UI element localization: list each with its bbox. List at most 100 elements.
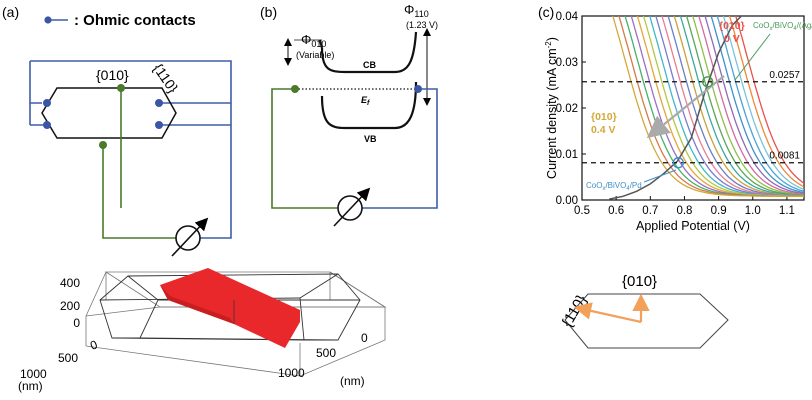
x-tick-0: 0 bbox=[88, 337, 99, 353]
contact-green-b bbox=[291, 85, 299, 93]
x-axis-label: Applied Potential (V) bbox=[636, 219, 750, 233]
leader-pd bbox=[643, 169, 677, 183]
y-tick-label: 0.00 bbox=[556, 195, 578, 207]
x-tick-500: 500 bbox=[58, 351, 78, 365]
cb-label: CB bbox=[363, 60, 376, 70]
y-tick-label: 0.04 bbox=[556, 11, 579, 23]
contact-green-bottom bbox=[99, 141, 107, 149]
blue-wire-left bbox=[29, 61, 42, 104]
y-tick-label: 0.02 bbox=[556, 103, 578, 115]
sweep-curves bbox=[609, 16, 804, 200]
hline-label: 0.0081 bbox=[769, 151, 800, 162]
anno-04v: 0.4 V bbox=[591, 124, 616, 136]
sweep-curve bbox=[704, 16, 804, 195]
facet-110-label: {110} bbox=[150, 60, 181, 95]
z-unit: (nm) bbox=[340, 374, 365, 388]
sweep-curve bbox=[728, 16, 804, 188]
crossing-curve bbox=[609, 16, 743, 200]
x-tick-label: 0.7 bbox=[642, 205, 658, 217]
inset-010-label: {010} bbox=[622, 273, 657, 290]
sweep-curve bbox=[685, 16, 804, 196]
x-tick-1000: 1000 bbox=[20, 367, 47, 381]
x-tick-label: 1.0 bbox=[745, 205, 761, 217]
sweep-curve bbox=[692, 16, 804, 196]
sweep-curve bbox=[667, 16, 804, 197]
z-tick-0: 0 bbox=[361, 331, 368, 345]
conduction-band bbox=[320, 31, 418, 74]
ammeter-icon bbox=[171, 217, 209, 257]
sweep-curve bbox=[679, 16, 804, 197]
crossing-marker bbox=[672, 157, 685, 169]
contact-blue-2 bbox=[43, 121, 51, 129]
phi-010-note: (Variable) bbox=[296, 50, 334, 60]
phi-110-label: Φ110 bbox=[404, 2, 429, 19]
anno-010-mid: {010} bbox=[591, 111, 617, 123]
sweep-curve bbox=[735, 16, 804, 184]
sweep-curve bbox=[612, 16, 804, 197]
green-wire-meter bbox=[102, 208, 176, 239]
red-crystal bbox=[160, 268, 300, 348]
sweep-arrow bbox=[646, 75, 725, 139]
anno-pd: CoOx/BiVO4/Pd bbox=[586, 181, 642, 192]
blue-wire-b bbox=[362, 88, 438, 209]
sweep-curve bbox=[716, 16, 804, 192]
panel-c-label: (c) bbox=[538, 4, 554, 20]
ef-label: Ef bbox=[361, 95, 370, 107]
facet-inset: {010} {110} bbox=[559, 273, 729, 349]
panel-b-label: (b) bbox=[260, 4, 277, 20]
z-tick-500: 500 bbox=[316, 346, 336, 360]
panel-a-label: (a) bbox=[2, 4, 19, 20]
contact-green-top bbox=[117, 84, 125, 92]
x-tick-label: 0.5 bbox=[574, 205, 590, 217]
valence-band bbox=[320, 81, 418, 130]
legend-text: : Ohmic contacts bbox=[74, 12, 196, 29]
phi-110-note: (1.23 V) bbox=[406, 20, 438, 30]
x-tick-label: 1.1 bbox=[779, 205, 795, 217]
crossing-marker bbox=[701, 76, 714, 88]
contact-blue-4 bbox=[155, 121, 163, 129]
sweep-curve bbox=[710, 16, 804, 194]
contact-blue-1 bbox=[43, 99, 51, 107]
phi-010-label: Φ010 bbox=[301, 32, 326, 49]
anno-010-top: {010} bbox=[719, 20, 745, 32]
panel-b: (b) Φ010 (Variable) Φ110 (1.23 V) CB VB … bbox=[260, 2, 438, 227]
blue-wire-right bbox=[30, 60, 232, 239]
anno-0v: 0 V bbox=[724, 33, 740, 45]
x-tick-label: 0.8 bbox=[676, 205, 692, 217]
crossing-markers bbox=[672, 76, 714, 169]
ammeter-icon-b bbox=[333, 187, 371, 227]
z-tick-1000: 1000 bbox=[278, 366, 305, 380]
y-axis-ticks: 0.00 0.01 0.02 0.03 0.04 bbox=[556, 11, 586, 207]
inset-110-label: {110} bbox=[559, 292, 591, 330]
facet-010-label: {010} bbox=[96, 67, 129, 83]
y-tick-0: 0 bbox=[73, 316, 80, 330]
y-tick-200: 200 bbox=[60, 299, 80, 313]
x-axis-ticks: 0.5 0.6 0.7 0.8 0.9 1.0 1.1 bbox=[574, 196, 795, 217]
leader-ag-pd bbox=[734, 33, 771, 81]
legend-dot bbox=[44, 16, 52, 24]
vb-label: VB bbox=[364, 134, 377, 144]
x-unit: (nm) bbox=[18, 379, 43, 393]
anno-ag-pd: CoOx/BiVO4/(Ag/Pd) bbox=[753, 21, 812, 32]
sweep-curve bbox=[722, 16, 804, 191]
sweep-curve bbox=[698, 16, 804, 196]
box-3d-plot: 400 200 0 0 500 1000 (nm) 0 500 1000 (nm… bbox=[18, 268, 387, 393]
inset-hexagon bbox=[564, 293, 729, 349]
green-wire-b bbox=[271, 88, 338, 209]
y-tick-label: 0.01 bbox=[556, 149, 578, 161]
y-tick-label: 0.03 bbox=[556, 57, 578, 69]
reference-lines: 0.0257 0.0081 bbox=[582, 70, 804, 164]
x-tick-label: 0.9 bbox=[711, 205, 727, 217]
y-axis-label: Current density (mA cm-2) bbox=[544, 37, 559, 179]
crystal-hexagon bbox=[41, 87, 177, 139]
contact-blue-3 bbox=[155, 99, 163, 107]
x-tick-label: 0.6 bbox=[608, 205, 624, 217]
hline-label: 0.0257 bbox=[769, 70, 800, 81]
arrow-110 bbox=[573, 302, 642, 324]
contact-blue-b bbox=[414, 85, 422, 93]
y-tick-400: 400 bbox=[60, 276, 80, 290]
panel-a: (a) : Ohmic contacts {010} {110} bbox=[2, 4, 387, 393]
